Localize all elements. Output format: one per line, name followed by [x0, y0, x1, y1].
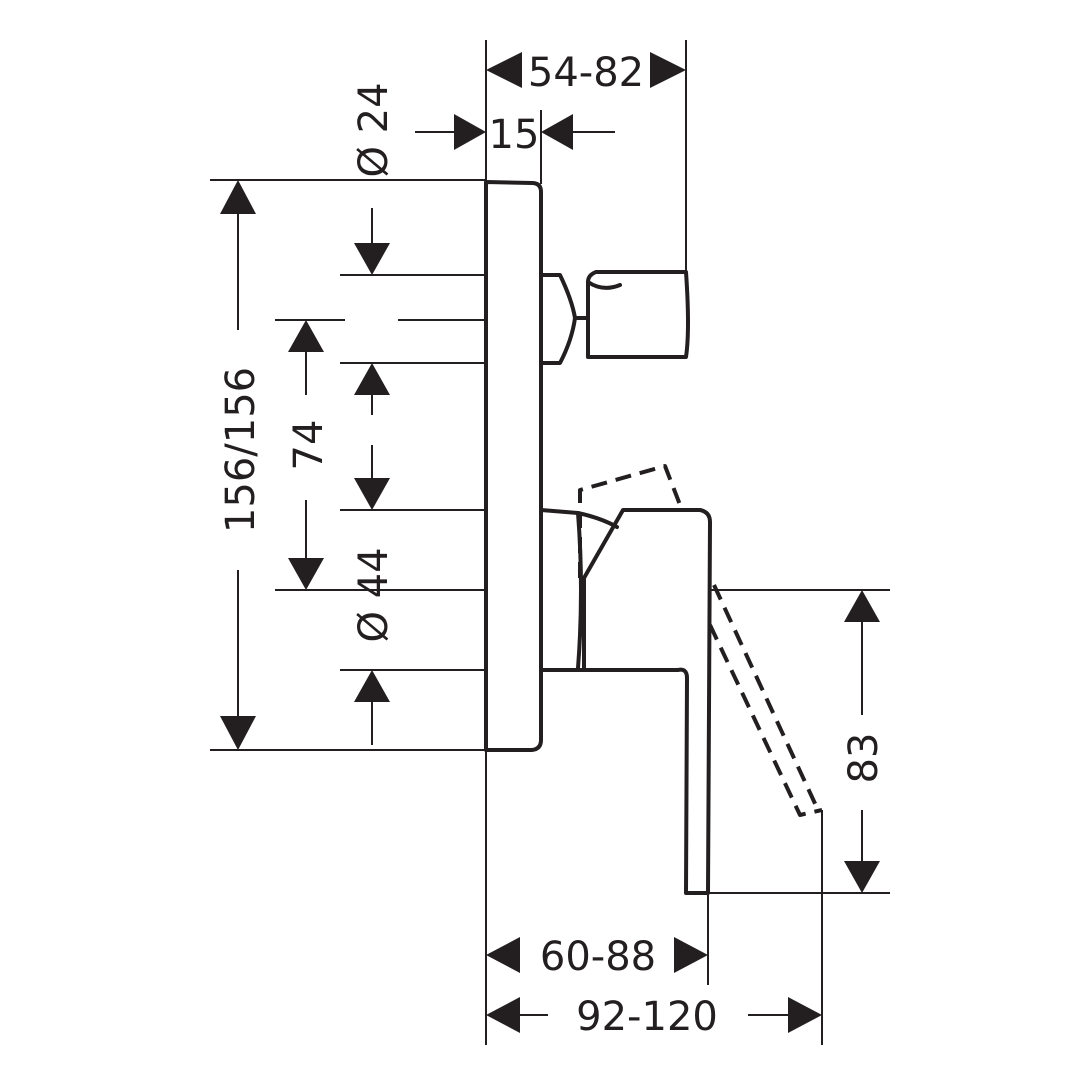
arrowhead — [288, 320, 324, 352]
dimension-dia-24: Ø 24 — [351, 82, 397, 415]
dimension-label-83: 83 — [841, 733, 887, 784]
arrowhead — [354, 243, 390, 275]
dimension-label-dia-44: Ø 44 — [351, 547, 397, 642]
arrowhead — [844, 861, 880, 893]
arrowhead — [541, 114, 573, 150]
arrowhead — [844, 590, 880, 622]
dimension-15: 15 — [415, 112, 615, 158]
arrowhead — [288, 558, 324, 590]
arrowhead — [788, 997, 822, 1033]
dimension-label-15: 15 — [489, 112, 540, 158]
diverter-knob — [539, 270, 690, 365]
arrowhead — [354, 478, 390, 510]
dimension-54-82: 54-82 — [486, 50, 686, 96]
lever-handle — [539, 508, 712, 895]
arrowhead — [674, 937, 708, 973]
lever-alternate-position — [578, 464, 823, 817]
dimension-label-92-120: 92-120 — [576, 994, 718, 1040]
extension-lines — [210, 40, 890, 1045]
dimension-dia-44: Ø 44 — [351, 445, 397, 745]
dimension-74: 74 — [286, 320, 332, 590]
dimension-label-54-82: 54-82 — [528, 50, 644, 96]
dimension-label-156: 156/156 — [218, 367, 264, 533]
dimension-label-dia-24: Ø 24 — [351, 82, 397, 177]
arrowhead — [650, 52, 686, 88]
dimension-83: 83 — [841, 590, 887, 893]
dimension-label-60-88: 60-88 — [540, 934, 656, 980]
arrowhead — [354, 363, 390, 395]
arrowhead — [486, 52, 522, 88]
arrowhead — [354, 670, 390, 702]
dimension-92-120: 92-120 — [486, 994, 822, 1040]
wall-plate — [484, 180, 543, 752]
arrowhead — [220, 180, 256, 214]
dimension-label-74: 74 — [286, 420, 332, 471]
arrowhead — [220, 716, 256, 750]
dimension-156: 156/156 — [218, 180, 264, 750]
dimension-60-88: 60-88 — [486, 934, 708, 980]
arrowhead — [486, 937, 520, 973]
arrowhead — [486, 997, 520, 1033]
arrowhead — [454, 114, 486, 150]
